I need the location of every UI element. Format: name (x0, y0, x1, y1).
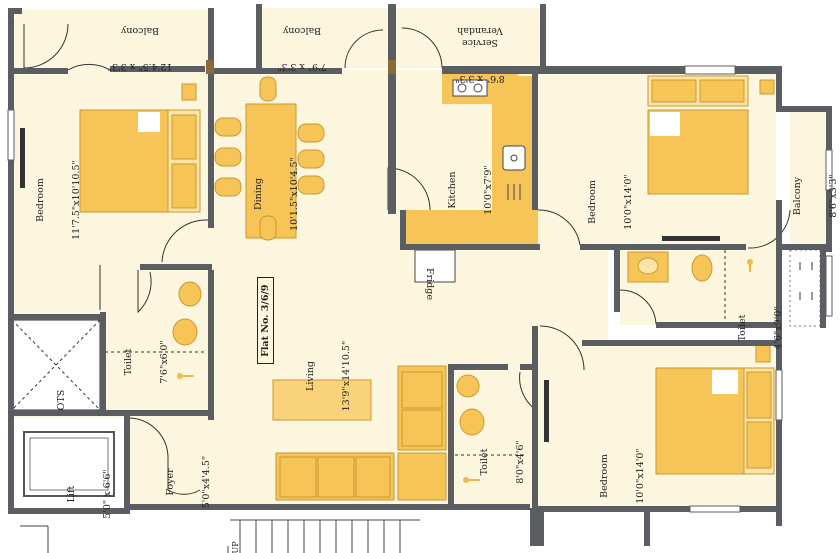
toilet-mid-label: Toilet 8'0"x4'6" (455, 427, 539, 497)
lift-name: Lift (66, 485, 77, 503)
bedroom-right-bottom-size: 10'0"x14'0" (635, 448, 646, 504)
ots-shaft (11, 319, 101, 411)
foyer-label: Foyer 5'0"x4'4.5" (141, 447, 225, 517)
bedroom-right-bottom-name: Bedroom (599, 454, 610, 498)
bedroom-right-bottom-label: Bedroom 10'0"x14'0" (575, 431, 659, 521)
coffee-table-icon (272, 379, 372, 421)
bedroom-right-top-label: Bedroom 10'0"x14'0" (563, 157, 647, 247)
balcony-top-mid-label: 7'9" x 3'3" Balcony (262, 12, 342, 96)
balcony-top-left-size: 12'4.5" x 3'3" (107, 61, 173, 72)
dining-size: 10'1.5"x10'4.5" (289, 157, 300, 231)
fridge-label: Fridge (411, 264, 459, 304)
toilet-left-size: 7'6"x6'0" (159, 340, 170, 384)
bedroom-left-size: 11'7.5"x10'10.5" (71, 160, 82, 240)
kitchen-size: 10'0"x7'9" (483, 165, 494, 215)
dining-name: Dining (253, 178, 264, 211)
kitchen-sink-icon (502, 145, 526, 171)
toilet-right-label: Toilet 4'6"x9'0" (713, 293, 797, 363)
living-name: Living (305, 361, 316, 391)
toilet-left-name: Toilet (123, 348, 134, 376)
stairs (227, 519, 420, 553)
fridge-box (414, 249, 456, 283)
balcony-right-railing (789, 249, 821, 327)
stairs-up-label: UP (218, 540, 242, 553)
windows (7, 65, 833, 513)
foyer-size: 5'0"x4'4.5" (201, 455, 212, 509)
living-label: Living 13'9"x14'10.5" (281, 321, 365, 431)
toilet-mid-size: 8'0"x4'6" (515, 440, 526, 484)
service-verandah-size: 8'6" x 3'3" (455, 73, 505, 84)
balcony-right-size: 8'6"x3'3" (828, 174, 839, 218)
service-verandah-name: Service Verandah (457, 25, 503, 48)
stairs-up-text: UP (231, 541, 240, 553)
service-verandah-label: 8'6" x 3'3" Service Verandah (430, 12, 530, 108)
toilet-right-name: Toilet (737, 314, 748, 342)
ots-label: OTS (32, 380, 80, 420)
balcony-top-left-name: Balcony (120, 25, 160, 36)
bed-left-icon (79, 109, 201, 213)
dining-table-icon (214, 76, 325, 241)
foyer-name: Foyer (165, 468, 176, 496)
balcony-top-mid-size: 7'9" x 3'3" (277, 61, 327, 72)
lift-label: Lift 5'0" x 6'6" (42, 454, 126, 534)
flat-number-text: Flat No. 3/6/9 (257, 277, 274, 364)
balcony-top-left-label: 12'4.5" x 3'3" Balcony (80, 12, 200, 96)
toilet-mid-name: Toilet (479, 448, 490, 476)
bed-right-top-icon (647, 75, 749, 195)
kitchen-counter (400, 70, 538, 245)
bed-right-bottom-icon (655, 367, 775, 475)
fridge-name: Fridge (424, 268, 435, 300)
ots-name: OTS (56, 389, 67, 411)
balcony-top-mid-name: Balcony (282, 25, 322, 36)
stove-icon (452, 79, 488, 97)
sofa-icon (275, 365, 447, 501)
toilet-fixtures-icon (172, 251, 713, 436)
bedroom-left-label: Bedroom 11'7.5"x10'10.5" (11, 145, 95, 255)
dining-label: Dining 10'1.5"x10'4.5" (229, 139, 313, 249)
walls (8, 4, 832, 546)
balcony-right-name: Balcony (792, 176, 803, 216)
toilet-left-label: Toilet 7'6"x6'0" (99, 327, 183, 397)
balcony-right-label: Balcony 8'6"x3'3" (768, 161, 840, 231)
living-size: 13'9"x14'10.5" (341, 340, 352, 412)
flat-number-label: Flat No. 3/6/9 (248, 274, 274, 374)
bedroom-left-name: Bedroom (35, 178, 46, 222)
lift-size: 5'0" x 6'6" (102, 469, 113, 519)
toilet-right-size: 4'6"x9'0" (773, 306, 784, 350)
bedroom-right-top-size: 10'0"x14'0" (623, 174, 634, 230)
kitchen-name: Kitchen (447, 171, 458, 209)
bedroom-right-top-name: Bedroom (587, 180, 598, 224)
kitchen-label: Kitchen 10'0"x7'9" (423, 145, 507, 235)
lift-shaft (12, 420, 128, 508)
